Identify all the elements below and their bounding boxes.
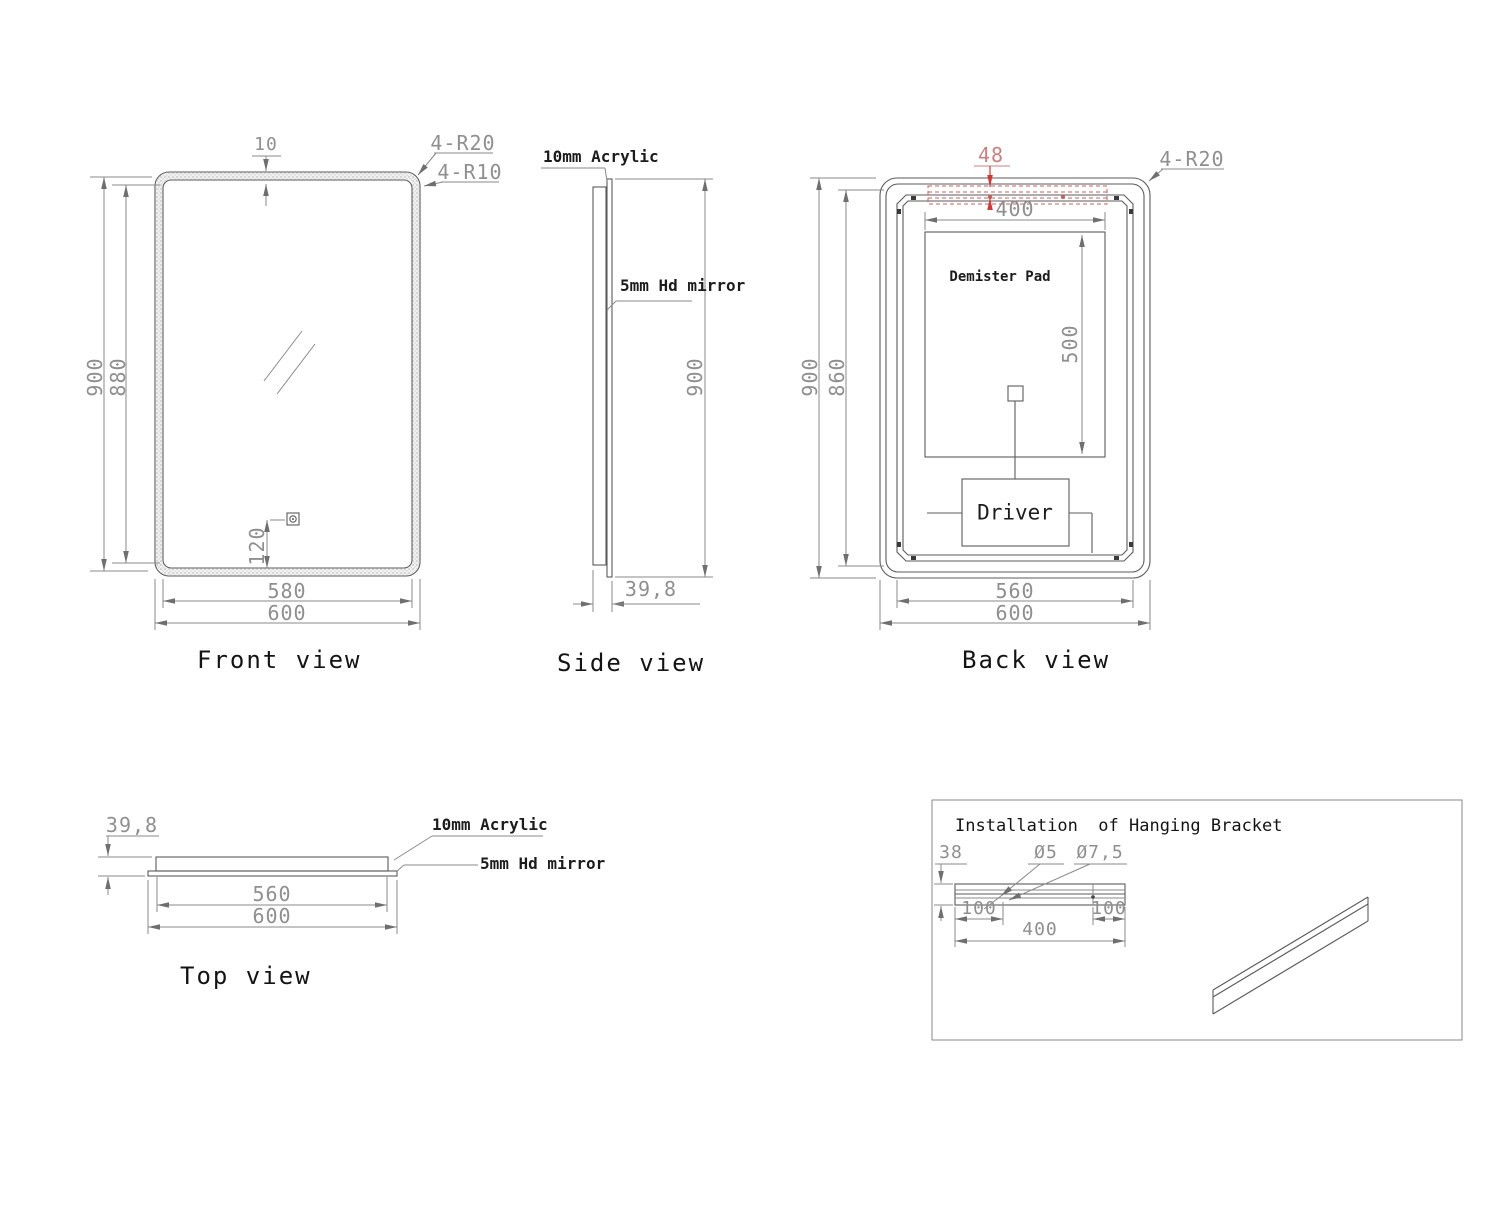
- dim-top-width-inner: 560: [252, 882, 292, 906]
- dim-bracket-edge-left: 100: [961, 898, 997, 919]
- dim-bracket-edge-right: 100: [1091, 898, 1127, 919]
- dim-side-height: 900: [683, 357, 707, 397]
- front-view-title: Front view: [197, 646, 362, 674]
- dim-top-depth: 39,8: [105, 813, 159, 837]
- side-view-title: Side view: [557, 649, 706, 677]
- back-view-linework: [810, 165, 1224, 630]
- dim-front-width-outer: 600: [267, 601, 307, 625]
- bracket-panel-title: Installation of Hanging Bracket: [955, 816, 1283, 836]
- label-driver: Driver: [977, 500, 1053, 525]
- bracket-panel-linework: [931, 799, 1463, 1041]
- dim-front-top-border: 10: [254, 134, 278, 155]
- dim-bracket-thickness: 38: [939, 842, 963, 863]
- top-label-acrylic: 10mm Acrylic: [432, 815, 548, 834]
- side-label-mirror: 5mm Hd mirror: [620, 276, 746, 295]
- back-view-title: Back view: [962, 646, 1111, 674]
- label-front-corner-r10: 4-R10: [437, 160, 503, 184]
- label-back-corner-r20: 4-R20: [1159, 147, 1225, 171]
- side-view-linework: [541, 167, 713, 612]
- dim-front-height-inner: 880: [106, 357, 130, 397]
- label-demister-pad: Demister Pad: [949, 269, 1051, 285]
- top-view-title: Top view: [180, 962, 312, 990]
- dim-side-depth: 39,8: [624, 577, 678, 601]
- dim-back-height-inner: 860: [825, 357, 849, 397]
- side-label-acrylic: 10mm Acrylic: [543, 147, 659, 166]
- dim-back-width-outer: 600: [995, 601, 1035, 625]
- dim-front-sensor-offset: 120: [245, 526, 269, 566]
- dim-back-pad-width: 400: [995, 197, 1035, 221]
- front-view-linework: [90, 152, 499, 630]
- dim-bracket-span: 400: [1022, 919, 1058, 940]
- label-front-corner-r20: 4-R20: [430, 131, 496, 155]
- dim-back-pad-height: 500: [1058, 324, 1082, 364]
- top-label-mirror: 5mm Hd mirror: [480, 854, 606, 873]
- dim-bracket-hole-countersink: Ø7,5: [1076, 842, 1124, 863]
- dim-front-width-inner: 580: [267, 579, 307, 603]
- dim-back-width-inner: 560: [995, 579, 1035, 603]
- dim-back-bracket-offset: 48: [977, 143, 1005, 167]
- dim-front-height-outer: 900: [83, 357, 107, 397]
- top-view-linework: [98, 835, 543, 934]
- dim-bracket-hole: Ø5: [1034, 842, 1058, 863]
- dim-top-width-outer: 600: [252, 904, 292, 928]
- dim-back-height-outer: 900: [798, 357, 822, 397]
